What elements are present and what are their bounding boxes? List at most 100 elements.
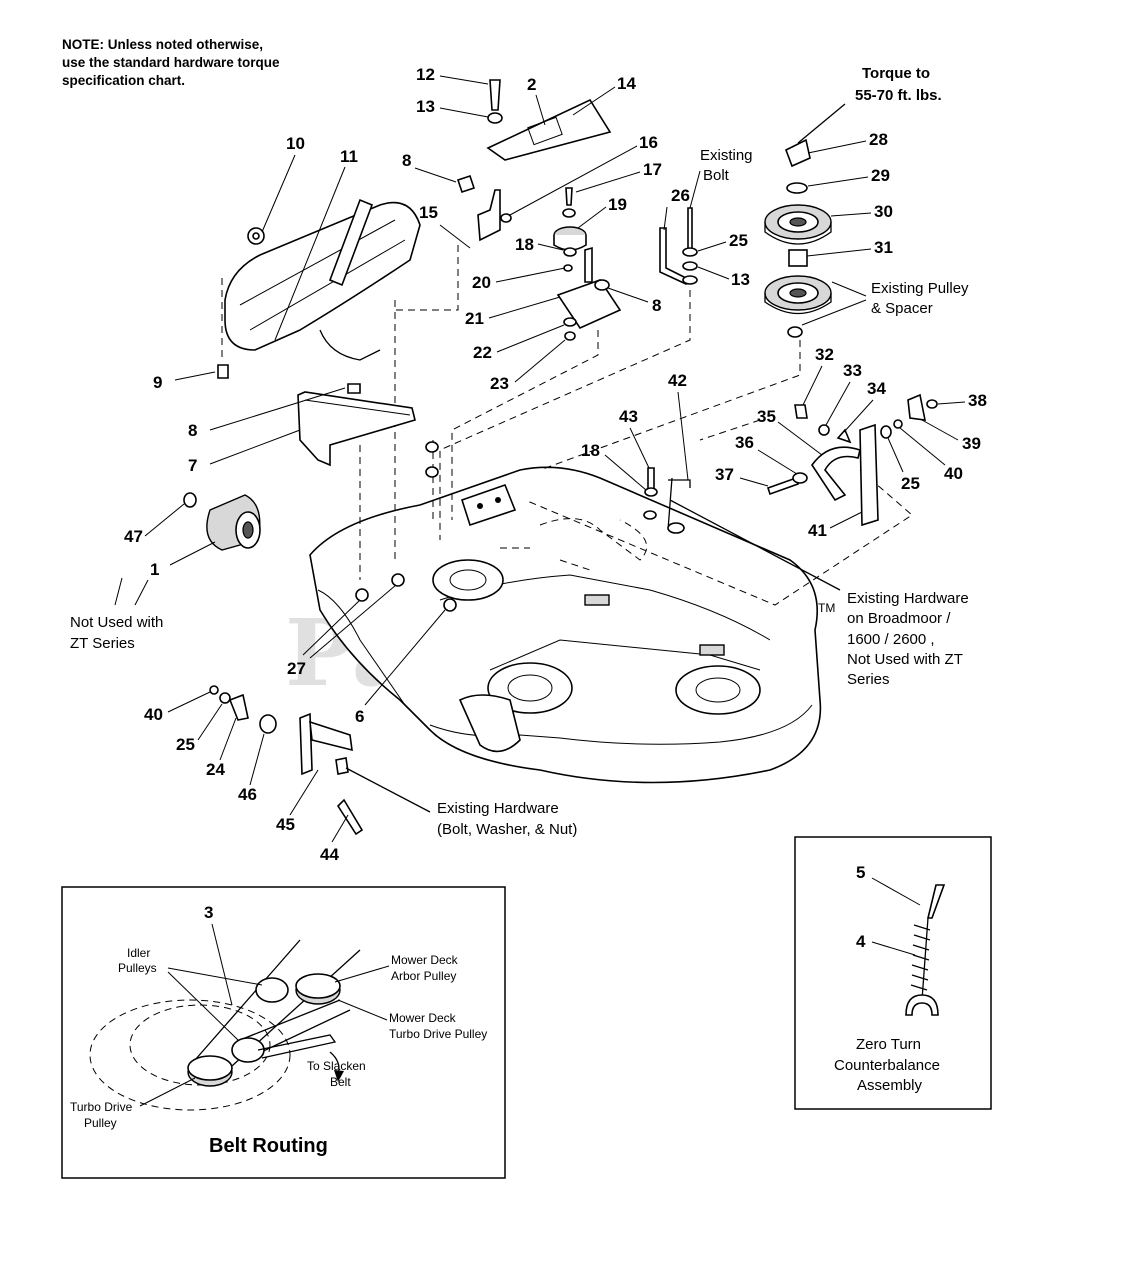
- callout-33: 33: [843, 361, 862, 380]
- callout-1: 1: [150, 560, 159, 579]
- callout-8c: 8: [652, 296, 661, 315]
- callout-21: 21: [465, 309, 484, 328]
- callout-40a: 40: [144, 705, 163, 724]
- zero-turn-line-3: Assembly: [857, 1077, 923, 1094]
- broadmoor-line-2: on Broadmoor /: [847, 610, 951, 627]
- callout-8b: 8: [188, 421, 197, 440]
- callout-7: 7: [188, 456, 197, 475]
- broadmoor-line-4: Not Used with ZT: [847, 651, 963, 668]
- not-used-line-2: ZT Series: [70, 635, 135, 652]
- torque-line-1: Torque to: [862, 65, 930, 82]
- belt-routing-title: Belt Routing: [209, 1135, 328, 1157]
- descriptive-labels: Existing Bolt Existing Pulley & Spacer N…: [70, 147, 969, 838]
- watermark-tm: TM: [818, 601, 835, 615]
- callout-39: 39: [962, 434, 981, 453]
- rod-42: [643, 467, 841, 591]
- callout-31: 31: [874, 238, 893, 257]
- callout-27: 27: [287, 659, 306, 678]
- zero-turn-panel: 5 4 Zero Turn Counterbalance Assembly: [794, 836, 992, 1110]
- callout-46: 46: [238, 785, 257, 804]
- turbo-drive-line-1: Turbo Drive: [70, 1100, 133, 1114]
- callout-36: 36: [735, 433, 754, 452]
- callout-23: 23: [490, 374, 509, 393]
- note-line-3: specification chart.: [62, 73, 185, 88]
- belt-callout-3: 3: [204, 903, 213, 922]
- zt-callout-5: 5: [856, 863, 865, 882]
- callout-34: 34: [867, 379, 886, 398]
- callout-24: 24: [206, 760, 225, 779]
- callout-25a: 25: [729, 231, 748, 250]
- callout-28: 28: [869, 130, 888, 149]
- callout-44: 44: [320, 845, 339, 864]
- idler-line-2: Pulleys: [118, 961, 157, 975]
- callout-20: 20: [472, 273, 491, 292]
- callout-26: 26: [671, 186, 690, 205]
- zt-callout-4: 4: [856, 932, 866, 951]
- existing-pulley-line-1: Existing Pulley: [871, 280, 969, 297]
- callout-35: 35: [757, 407, 776, 426]
- slacken-line-2: Belt: [330, 1075, 351, 1089]
- callout-17: 17: [643, 160, 662, 179]
- idler-line-1: Idler: [127, 946, 150, 960]
- broadmoor-line-3: 1600 / 2600 ,: [847, 631, 935, 648]
- bracket-7: [297, 383, 416, 467]
- turbo-line-2: Turbo Drive Pulley: [389, 1027, 487, 1041]
- mower-deck: [309, 466, 822, 784]
- callout-32: 32: [815, 345, 834, 364]
- belt-routing-panel: 3 Idler Pulleys Mower Deck Arbor Pulley …: [61, 886, 506, 1179]
- callout-13: 13: [416, 97, 435, 116]
- note-line-2: use the standard hardware torque: [62, 55, 280, 70]
- deck-hardware-27: [355, 441, 457, 612]
- callout-41: 41: [808, 521, 827, 540]
- note-line-1: NOTE: Unless noted otherwise,: [62, 37, 263, 52]
- callout-37: 37: [715, 465, 734, 484]
- existing-bolt-line-1: Existing: [700, 147, 753, 164]
- existing-hardware-line-1: Existing Hardware: [437, 800, 559, 817]
- callout-18b: 18: [581, 441, 600, 460]
- existing-pulley-line-2: & Spacer: [871, 300, 933, 317]
- broadmoor-line-1: Existing Hardware: [847, 590, 969, 607]
- callout-29: 29: [871, 166, 890, 185]
- callout-13b: 13: [731, 270, 750, 289]
- broadmoor-line-5: Series: [847, 671, 890, 688]
- callout-42: 42: [668, 371, 687, 390]
- bracket-41: [766, 393, 938, 527]
- arbor-pulley-stack: [764, 138, 832, 338]
- callout-22: 22: [473, 343, 492, 362]
- callout-6: 6: [355, 707, 364, 726]
- rod-26: [659, 207, 698, 285]
- arbor-line-2: Arbor Pulley: [391, 969, 456, 983]
- chute-deflector: [217, 198, 421, 379]
- callout-30: 30: [874, 202, 893, 221]
- torque-note: NOTE: Unless noted otherwise, use the st…: [62, 37, 280, 88]
- assembly-lines: [359, 245, 913, 606]
- arbor-line-1: Mower Deck: [391, 953, 459, 967]
- callout-10: 10: [286, 134, 305, 153]
- callout-25c: 25: [176, 735, 195, 754]
- callout-14: 14: [617, 74, 636, 93]
- not-used-line-1: Not Used with: [70, 614, 163, 631]
- callout-8a: 8: [402, 151, 411, 170]
- callout-43: 43: [619, 407, 638, 426]
- slacken-line-1: To Slacken: [307, 1059, 366, 1073]
- turbo-line-1: Mower Deck: [389, 1011, 457, 1025]
- existing-hardware-line-2: (Bolt, Washer, & Nut): [437, 821, 577, 838]
- callout-18a: 18: [515, 235, 534, 254]
- roller-1: [183, 492, 261, 551]
- idler-pulley-assembly: [553, 187, 622, 341]
- zero-turn-line-1: Zero Turn: [856, 1036, 921, 1053]
- callout-40b: 40: [944, 464, 963, 483]
- callout-25b: 25: [901, 474, 920, 493]
- callout-19: 19: [608, 195, 627, 214]
- callout-2: 2: [527, 75, 536, 94]
- callouts: 12 13 2 14 16 17 19 18 20 21 8 22 23 10 …: [114, 65, 987, 864]
- callout-12: 12: [416, 65, 435, 84]
- existing-bolt-line-2: Bolt: [703, 167, 730, 184]
- callout-16: 16: [639, 133, 658, 152]
- bracket-45: [209, 685, 431, 836]
- callout-11: 11: [340, 147, 358, 166]
- zero-turn-line-2: Counterbalance: [834, 1057, 940, 1074]
- idler-bracket-top: [456, 79, 612, 242]
- callout-38: 38: [968, 391, 987, 410]
